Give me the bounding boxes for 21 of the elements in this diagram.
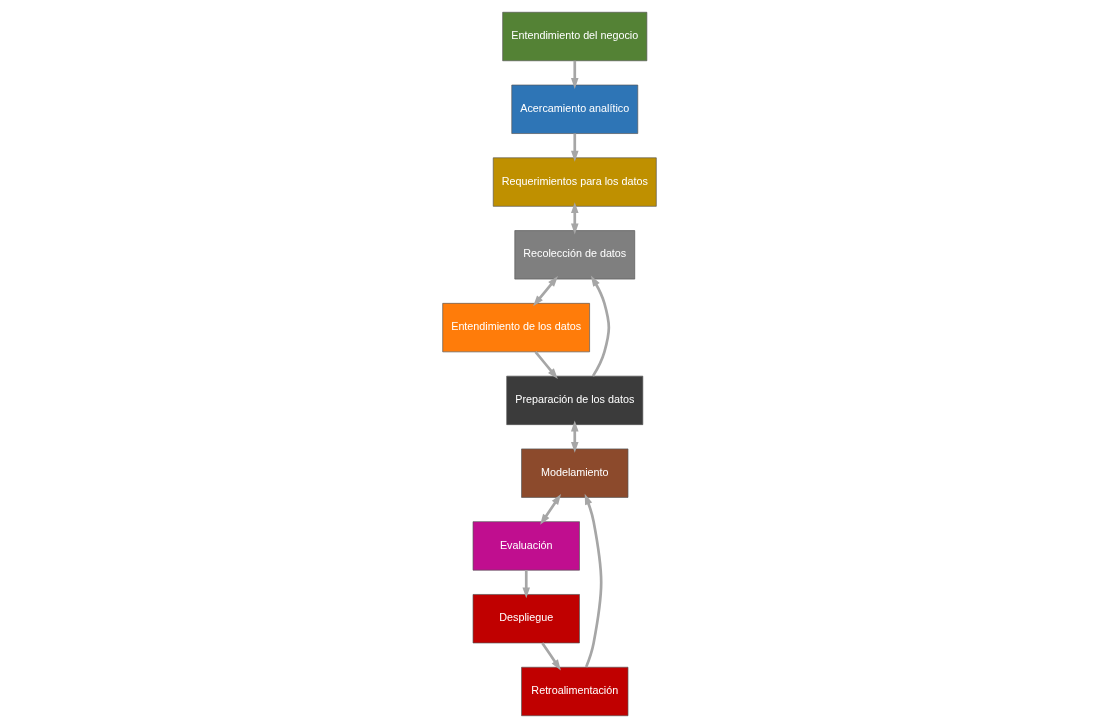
arrow	[532, 275, 558, 307]
arrow	[570, 60, 579, 89]
node-box: Despliegue	[472, 594, 580, 644]
node-box: Evaluación	[472, 521, 580, 571]
arrow	[584, 493, 603, 668]
arrow	[570, 133, 579, 162]
node-box: Entendimiento del negocio	[501, 11, 647, 62]
arrow	[521, 570, 530, 599]
node-box: Retroalimentación	[520, 666, 628, 717]
node-box: Preparación de los datos	[505, 375, 643, 425]
arrow	[539, 494, 561, 525]
arrow	[570, 202, 579, 235]
arrow	[540, 642, 561, 671]
node-box: Requerimientos para los datos	[492, 157, 657, 207]
arrow	[590, 275, 610, 377]
node-box: Recolección de datos	[513, 230, 635, 280]
arrow	[533, 351, 558, 380]
node-box: Entendimiento de los datos	[441, 303, 590, 353]
arrow	[570, 420, 579, 453]
node-box: Acercamiento analítico	[510, 84, 638, 134]
node-box: Modelamiento	[520, 448, 628, 498]
